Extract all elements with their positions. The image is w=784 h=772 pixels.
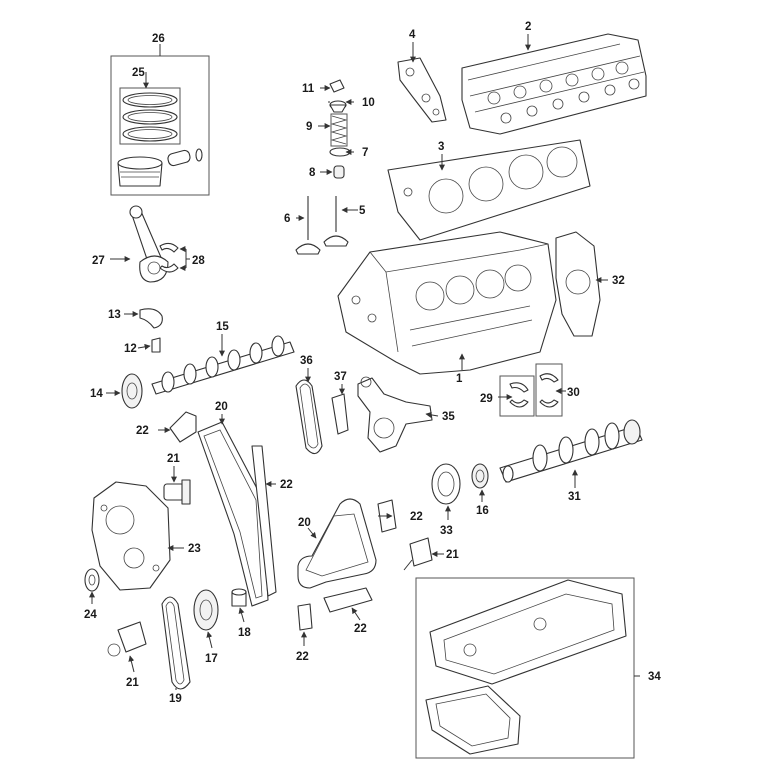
lash-adjuster <box>151 337 161 353</box>
balance-solenoid <box>403 537 433 571</box>
callout-11: 11 <box>302 83 315 95</box>
piston-group-box <box>110 44 210 196</box>
cam-solenoid-upper <box>163 479 191 505</box>
rocker-arm <box>139 308 163 329</box>
callout-21-right: 21 <box>446 549 459 561</box>
callout-15: 15 <box>216 321 229 333</box>
timing-cover <box>91 481 171 591</box>
chain-guide-lower <box>323 587 373 613</box>
callout-30: 30 <box>567 387 580 399</box>
cam-sprocket <box>121 373 143 409</box>
callout-14: 14 <box>90 388 103 400</box>
valve-seal <box>333 165 345 179</box>
callout-22-mid: 22 <box>410 511 423 523</box>
exhaust-valve <box>295 196 321 255</box>
oil-pan-lower <box>425 685 521 755</box>
intake-valve <box>323 196 349 247</box>
callout-22-lower-left: 22 <box>296 651 309 663</box>
callout-37: 37 <box>334 371 347 383</box>
callout-35: 35 <box>442 411 455 423</box>
callout-7: 7 <box>362 147 368 159</box>
leader-lines <box>89 34 608 690</box>
callout-16: 16 <box>476 505 489 517</box>
callout-5: 5 <box>359 205 366 217</box>
crank-sprocket <box>471 463 489 489</box>
callout-29: 29 <box>480 393 493 405</box>
callout-36: 36 <box>300 355 313 367</box>
callout-4: 4 <box>409 29 416 41</box>
chain-guide-37 <box>331 393 349 435</box>
head-gasket <box>387 139 591 241</box>
callout-8: 8 <box>309 167 316 179</box>
chain-tensioner-lower <box>297 603 313 631</box>
engine-block <box>337 231 557 375</box>
harmonic-damper <box>431 463 461 505</box>
balance-chain <box>297 498 377 589</box>
callout-17: 17 <box>205 653 218 665</box>
piston <box>117 148 203 187</box>
camshaft <box>151 335 295 395</box>
rear-cover <box>555 231 601 337</box>
callout-26: 26 <box>152 33 165 45</box>
piston-rings <box>119 87 181 145</box>
callout-28: 28 <box>192 255 205 267</box>
oil-pump-chain <box>295 379 323 455</box>
callout-34: 34 <box>648 671 661 683</box>
rod-bearings <box>159 242 187 273</box>
main-bearing-30 <box>535 363 563 417</box>
callout-19: 19 <box>169 693 182 705</box>
chain-guide-right <box>251 445 277 597</box>
intermediate-sprocket <box>193 589 219 631</box>
callout-3: 3 <box>438 141 444 153</box>
callout-21-lower: 21 <box>126 677 139 689</box>
callout-22-guide: 22 <box>280 479 293 491</box>
callout-18: 18 <box>238 627 251 639</box>
callout-22-upper: 22 <box>136 425 149 437</box>
front-seal <box>84 568 100 592</box>
callout-1: 1 <box>456 373 463 385</box>
callout-13: 13 <box>108 309 121 321</box>
valve-spring <box>330 113 348 147</box>
callout-33: 33 <box>440 525 453 537</box>
callout-25: 25 <box>132 67 145 79</box>
connecting-rod <box>129 205 169 283</box>
callout-22-lower-right: 22 <box>354 623 367 635</box>
callout-24: 24 <box>84 609 97 621</box>
callout-27: 27 <box>92 255 105 267</box>
callout-21-upper: 21 <box>167 453 180 465</box>
callout-9: 9 <box>306 121 312 133</box>
callout-31: 31 <box>568 491 581 503</box>
callout-2: 2 <box>525 21 531 33</box>
crankshaft <box>499 419 643 483</box>
callout-6: 6 <box>284 213 290 225</box>
chain-tensioner-upper <box>169 411 197 443</box>
callout-20-lower: 20 <box>298 517 311 529</box>
valve-retainer <box>329 100 347 113</box>
camshaft-bracket <box>397 57 447 123</box>
callout-32: 32 <box>612 275 625 287</box>
main-bearing-29 <box>499 375 535 417</box>
idler-bushing <box>231 588 247 607</box>
callout-12: 12 <box>124 343 137 355</box>
callout-20-upper: 20 <box>215 401 228 413</box>
oil-pan-upper <box>429 579 627 685</box>
callout-23: 23 <box>188 543 201 555</box>
oil-pan-box <box>415 577 640 759</box>
oil-pump <box>357 376 433 453</box>
valve-keeper <box>329 79 345 93</box>
callout-labels: 1 2 3 4 5 6 7 8 9 10 11 12 13 14 15 16 1… <box>84 21 661 705</box>
timing-chain-secondary <box>161 596 191 690</box>
cam-solenoid-lower <box>107 621 147 657</box>
cylinder-head <box>461 33 647 135</box>
callout-10: 10 <box>362 97 375 109</box>
